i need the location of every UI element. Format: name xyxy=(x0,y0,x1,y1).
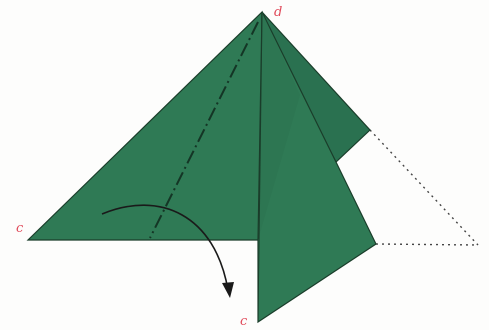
fold-arrow-curve xyxy=(101,204,229,291)
hidden-flap-outline xyxy=(369,129,479,246)
label-bottom-point: c xyxy=(240,314,248,329)
dotted-edge-lower xyxy=(375,243,479,246)
fold-arrow-head xyxy=(222,282,234,298)
label-top-point: d xyxy=(274,5,282,20)
front-flap-shade xyxy=(258,12,300,322)
front-crease-line xyxy=(257,13,263,321)
dotted-edge-upper xyxy=(369,129,479,246)
label-left-point: c xyxy=(16,221,24,236)
fold-direction-arrow xyxy=(101,204,234,298)
dash-dot-fold-line xyxy=(149,21,259,239)
